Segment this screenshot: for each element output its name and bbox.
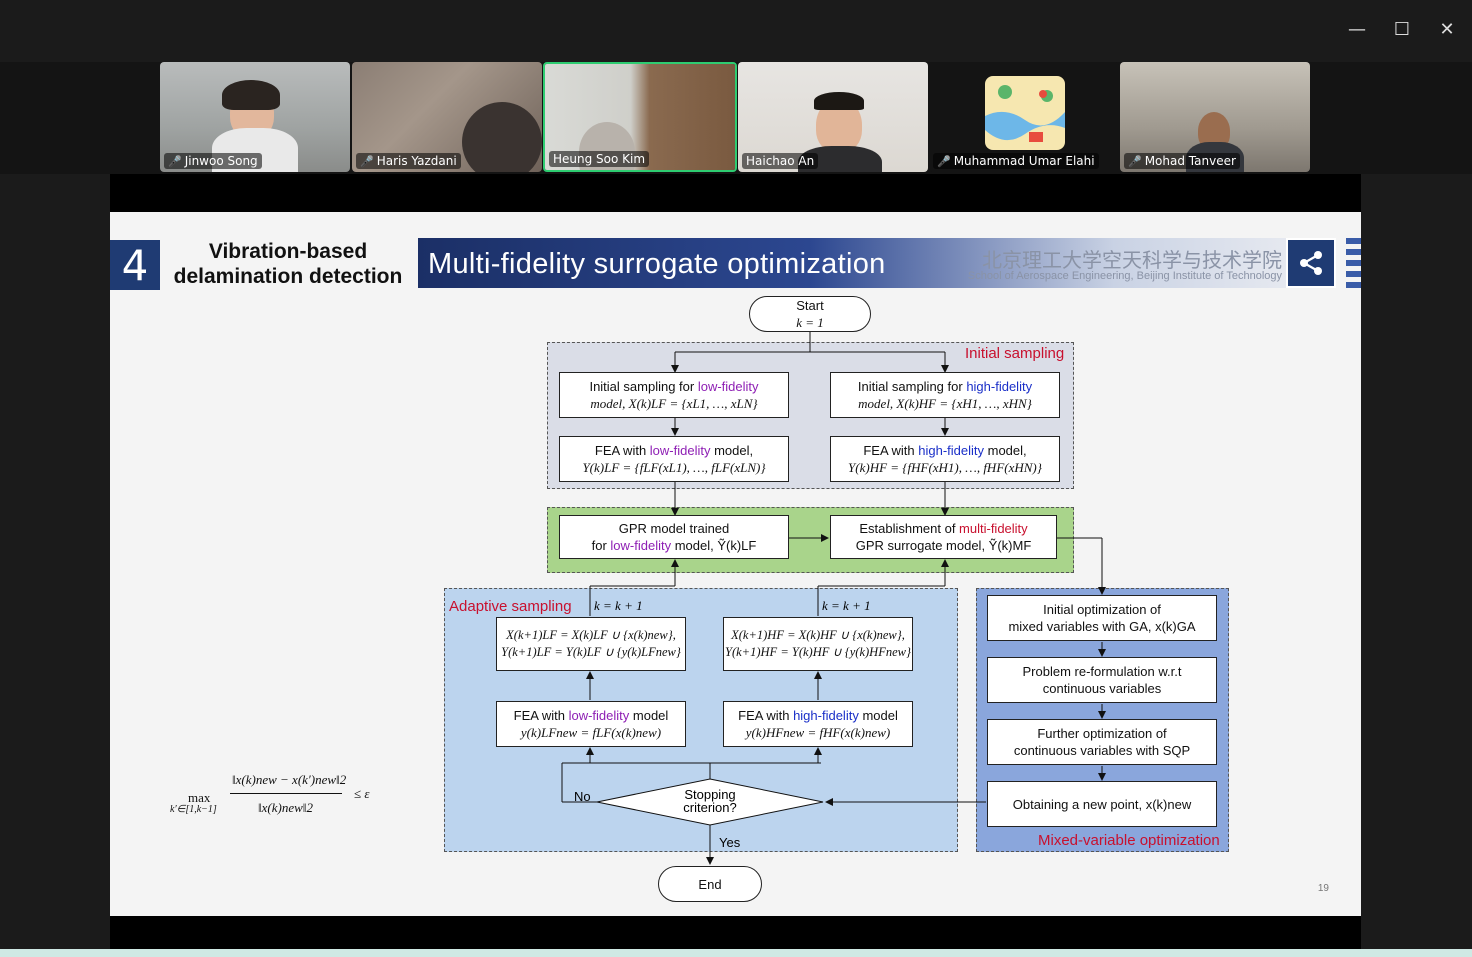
participant-name-tag: Haichao An (742, 153, 819, 169)
hf-update-box: X(k+1)HF = X(k)HF ∪ {x(k)new}, Y(k+1)HF … (723, 617, 913, 671)
lf-fea-box: FEA with low-fidelity model, Y(k)LF = {f… (559, 436, 789, 482)
start-node: Start k = 1 (749, 296, 871, 332)
slide-title-bar: Multi-fidelity surrogate optimization 北京… (418, 238, 1288, 288)
hf-fea-new-box: FEA with high-fidelity model y(k)HFnew =… (723, 701, 913, 747)
section-number: 4 (110, 240, 160, 290)
minimize-button[interactable]: — (1348, 18, 1366, 40)
participant-tile[interactable]: 🎤Muhammad Umar Elahi (929, 62, 1119, 172)
page-number: 19 (1317, 883, 1329, 894)
mixed-variable-label: Mixed-variable optimization (1038, 832, 1220, 849)
taskbar-edge (0, 949, 1472, 957)
share-icon (1286, 238, 1336, 288)
participant-tile[interactable]: Haichao An (738, 62, 928, 172)
gpr-lf-box: GPR model trained for low-fidelity model… (559, 515, 789, 559)
new-point-box: Obtaining a new point, x(k)new (987, 781, 1217, 827)
mic-muted-icon: 🎤 (360, 154, 374, 168)
decision-diamond (596, 778, 824, 826)
lf-initial-sampling-box: Initial sampling for low-fidelity model,… (559, 372, 789, 418)
mic-muted-icon: 🎤 (168, 154, 182, 168)
reformulation-box: Problem re-formulation w.r.t continuous … (987, 657, 1217, 703)
lf-k-update: k = k + 1 (594, 598, 643, 613)
institution-chinese: 北京理工大学空天科学与技术学院 (982, 248, 1282, 272)
maximize-button[interactable]: ☐ (1393, 18, 1411, 40)
map-avatar-icon (985, 76, 1065, 150)
decision-text: Stopping criterion? (683, 787, 737, 815)
mic-muted-icon: 🎤 (937, 154, 951, 168)
institution-english: School of Aerospace Engineering, Beijing… (967, 270, 1282, 282)
hf-initial-sampling-box: Initial sampling for high-fidelity model… (830, 372, 1060, 418)
participant-tile[interactable]: 🎤Mohad Tanveer (1120, 62, 1310, 172)
adaptive-sampling-label: Adaptive sampling (449, 598, 572, 615)
end-node: End (658, 866, 762, 902)
participant-name-tag: 🎤Muhammad Umar Elahi (933, 153, 1099, 169)
shared-screen[interactable]: 4 Vibration-based delamination detection… (110, 174, 1361, 949)
sqp-optimization-box: Further optimization of continuous varia… (987, 719, 1217, 765)
participant-name-tag: 🎤Haris Yazdani (356, 153, 461, 169)
ga-optimization-box: Initial optimization of mixed variables … (987, 595, 1217, 641)
lf-fea-new-box: FEA with low-fidelity model y(k)LFnew = … (496, 701, 686, 747)
participant-tile[interactable]: 🎤Jinwoo Song (160, 62, 350, 172)
stopping-criterion-formula: max k′∈[1,k−1] ‖x(k)new − x(k′)new‖2 ‖x(… (170, 772, 370, 815)
participant-name-tag: 🎤Jinwoo Song (164, 153, 262, 169)
close-button[interactable]: ✕ (1439, 18, 1455, 40)
initial-sampling-label: Initial sampling (965, 345, 1065, 362)
participant-name-tag: 🎤Mohad Tanveer (1124, 153, 1240, 169)
participant-tile[interactable]: 🎤Haris Yazdani (352, 62, 542, 172)
presentation-slide: 4 Vibration-based delamination detection… (110, 212, 1361, 916)
participant-tile-active[interactable]: Heung Soo Kim (543, 62, 737, 172)
mic-muted-icon: 🎤 (1128, 154, 1142, 168)
participant-name-tag: Heung Soo Kim (549, 151, 650, 167)
section-title: Vibration-based delamination detection (173, 240, 403, 288)
gpr-mf-box: Establishment of multi-fidelity GPR surr… (830, 515, 1057, 559)
slide-title: Multi-fidelity surrogate optimization (428, 248, 886, 280)
hf-k-update: k = k + 1 (822, 598, 871, 613)
lf-update-box: X(k+1)LF = X(k)LF ∪ {x(k)new}, Y(k+1)LF … (496, 617, 686, 671)
yes-label: Yes (719, 835, 741, 850)
hf-fea-box: FEA with high-fidelity model, Y(k)HF = {… (830, 436, 1060, 482)
no-label: No (574, 789, 591, 804)
flow-arrows (561, 332, 1106, 865)
decor-bars (1346, 238, 1361, 288)
fraction-bar (230, 793, 342, 794)
